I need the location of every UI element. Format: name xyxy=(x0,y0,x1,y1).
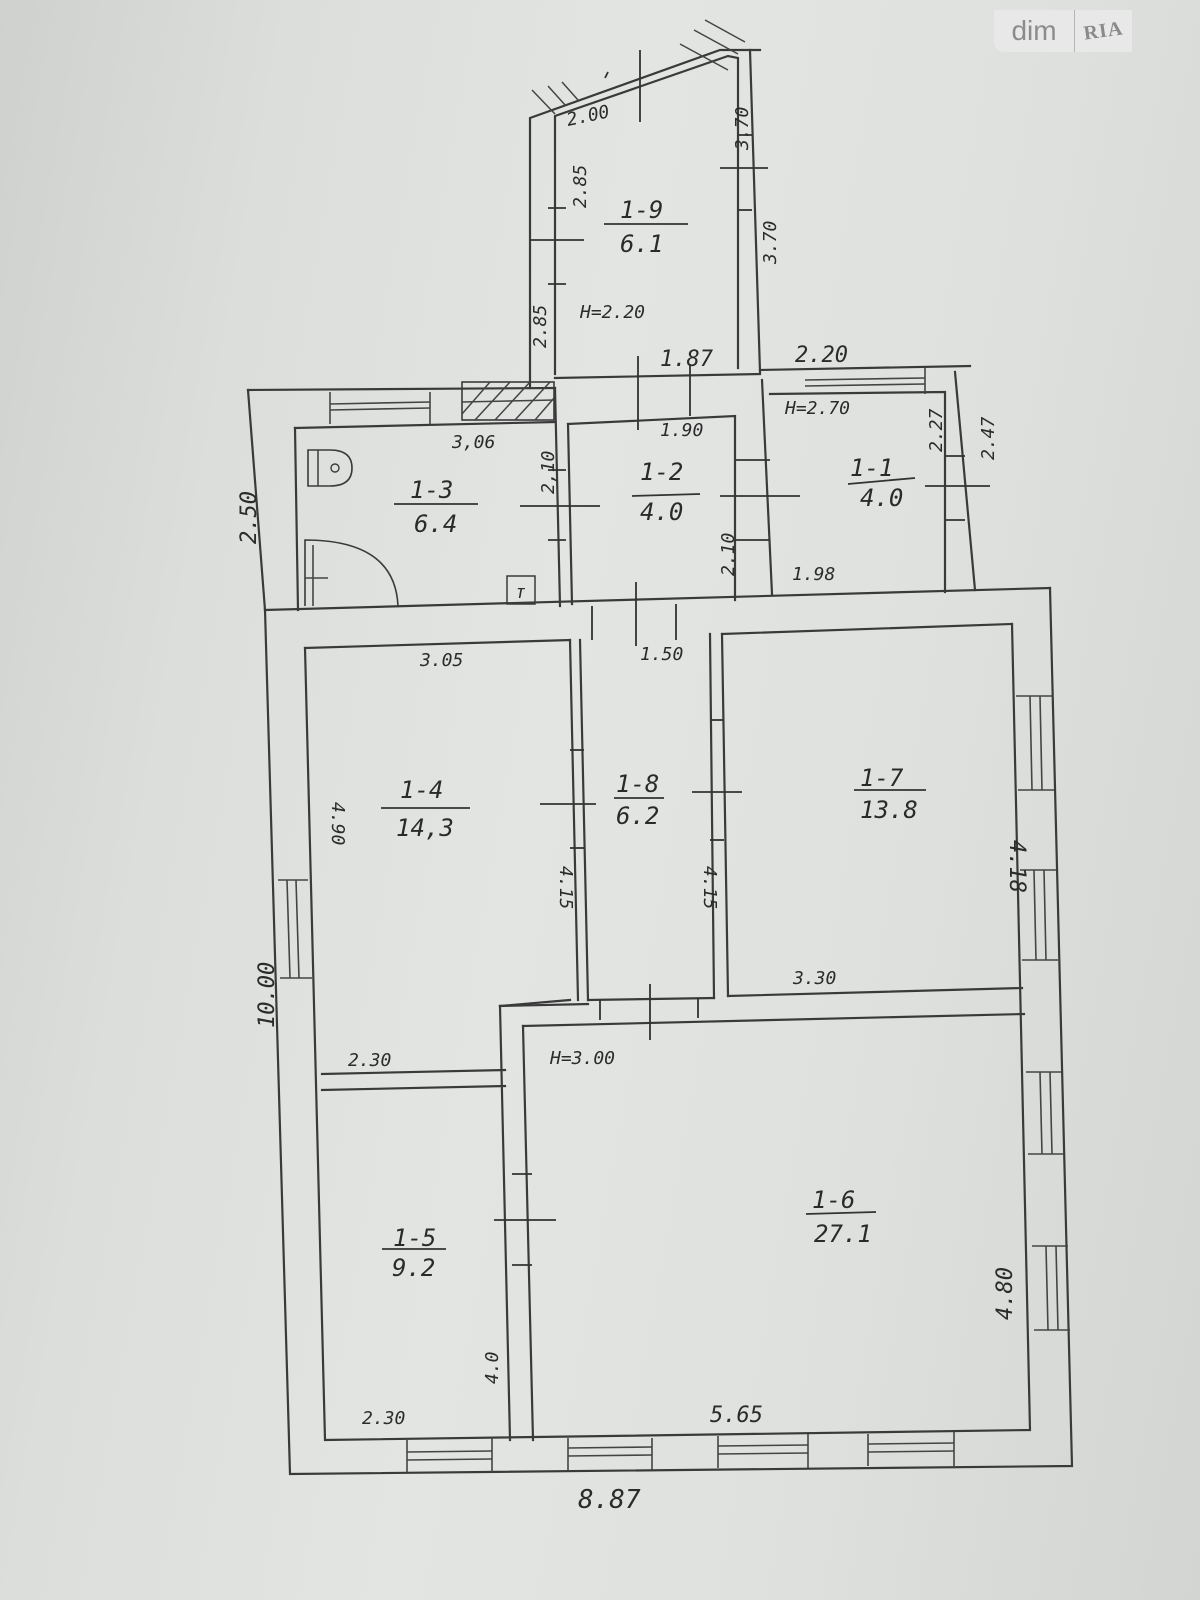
room-1-7-label: 1-7 13.8 xyxy=(854,764,926,824)
dim-bath-height: 2,10 xyxy=(538,451,559,494)
dimension-labels: 2.00 2.85 2.85 3.70 3.70 1.87 2.20 3,06 … xyxy=(237,101,1029,1515)
room-1-4-label: 1-4 14,3 xyxy=(381,776,470,842)
room-area: 6.2 xyxy=(616,802,659,830)
dim-r1-1-outer-h: 2.47 xyxy=(978,416,999,460)
upper-rooms-walls: т xyxy=(246,356,1052,646)
dim-left-total: 10.00 xyxy=(255,962,280,1028)
room-id: 1-9 xyxy=(620,196,663,224)
room-area: 4.0 xyxy=(860,484,903,512)
dim-top-mid: 1.87 xyxy=(660,347,714,372)
dim-porch-right-outer: 3.70 xyxy=(760,221,781,265)
room-id: 1-1 xyxy=(850,454,893,482)
watermark-divider xyxy=(1074,10,1075,52)
dim-r1-5-top: 2.30 xyxy=(348,1050,391,1071)
room-id: 1-8 xyxy=(616,770,659,798)
dim-porch-left-outer: 2.85 xyxy=(530,305,551,348)
dim-porch-right-inner: 3.70 xyxy=(732,107,753,151)
room-area: 9.2 xyxy=(392,1254,435,1282)
dim-hall-width: 1.90 xyxy=(660,420,703,441)
dim-r1-7-width: 3.30 xyxy=(792,968,836,989)
dim-r1-4-right: 4.15 xyxy=(555,866,576,909)
room-area: 14,3 xyxy=(396,814,454,842)
room-id: 1-4 xyxy=(400,776,443,804)
dim-r1-6-height: 4.80 xyxy=(993,1267,1018,1320)
room-id: 1-2 xyxy=(640,458,683,486)
dim-r1-4-height: 4.90 xyxy=(327,802,348,845)
main-walls xyxy=(263,586,1074,1476)
dim-r1-5-right: 4.0 xyxy=(482,1351,503,1384)
room-id: 1-5 xyxy=(393,1224,436,1252)
room-id: 1-6 xyxy=(812,1186,855,1214)
dim-porch-left-inner: 2.85 xyxy=(570,165,591,208)
dim-porch-top: 2.00 xyxy=(565,101,612,131)
room-id: 1-3 xyxy=(410,476,453,504)
dim-r1-8-width: 1.50 xyxy=(640,644,683,665)
dim-r1-7-height: 4.18 xyxy=(1004,840,1029,893)
room-1-6-label: 1-6 27.1 H=3.00 xyxy=(549,1048,877,1248)
room-area: 6.1 xyxy=(620,230,663,258)
bottom-windows xyxy=(406,1432,955,1472)
dim-r1-6-width: 5.65 xyxy=(710,1403,763,1428)
watermark-dim: dim xyxy=(1011,15,1057,46)
dim-top-right: 2.20 xyxy=(795,343,848,368)
dim-bath-width: 3,06 xyxy=(451,432,495,453)
dim-r1-1-inner-h: 2.27 xyxy=(926,408,947,452)
ceiling-height: H=3.00 xyxy=(549,1048,615,1069)
right-windows xyxy=(1016,695,1070,1331)
room-1-9-label: 1-9 6.1 H=2.20 xyxy=(579,196,688,323)
room-1-1-label: 1-1 4.0 H=2.70 xyxy=(784,398,916,512)
dim-total-width: 8.87 xyxy=(578,1485,641,1515)
room-1-3-label: 1-3 6.4 xyxy=(394,476,478,538)
room-1-2-label: 1-2 4.0 xyxy=(631,458,701,526)
room-1-8-label: 1-8 6.2 xyxy=(614,770,664,830)
room-area: 6.4 xyxy=(414,510,457,538)
room-area: 13.8 xyxy=(860,796,918,824)
room-1-5-label: 1-5 9.2 xyxy=(382,1224,446,1282)
dim-hall-height: 2.10 xyxy=(718,533,739,576)
room-id: 1-7 xyxy=(860,764,904,792)
dim-ria-watermark: dim RIA xyxy=(994,10,1132,52)
dim-r1-4-width: 3.05 xyxy=(419,650,463,671)
ceiling-height: H=2.20 xyxy=(579,302,645,323)
dim-r1-8-right: 4.15 xyxy=(699,866,720,909)
porch-annex xyxy=(528,19,768,390)
room-area: 27.1 xyxy=(814,1220,872,1248)
boiler-symbol: т xyxy=(515,582,526,603)
dim-r1-1-width: 1.98 xyxy=(792,564,835,585)
room-area: 4.0 xyxy=(640,498,683,526)
ceiling-height: H=2.70 xyxy=(784,398,850,419)
dim-r1-5-bottom: 2.30 xyxy=(362,1408,405,1429)
dim-left-upper: 2.50 xyxy=(237,491,262,544)
watermark-ria-logo-icon: RIA xyxy=(1082,16,1125,45)
